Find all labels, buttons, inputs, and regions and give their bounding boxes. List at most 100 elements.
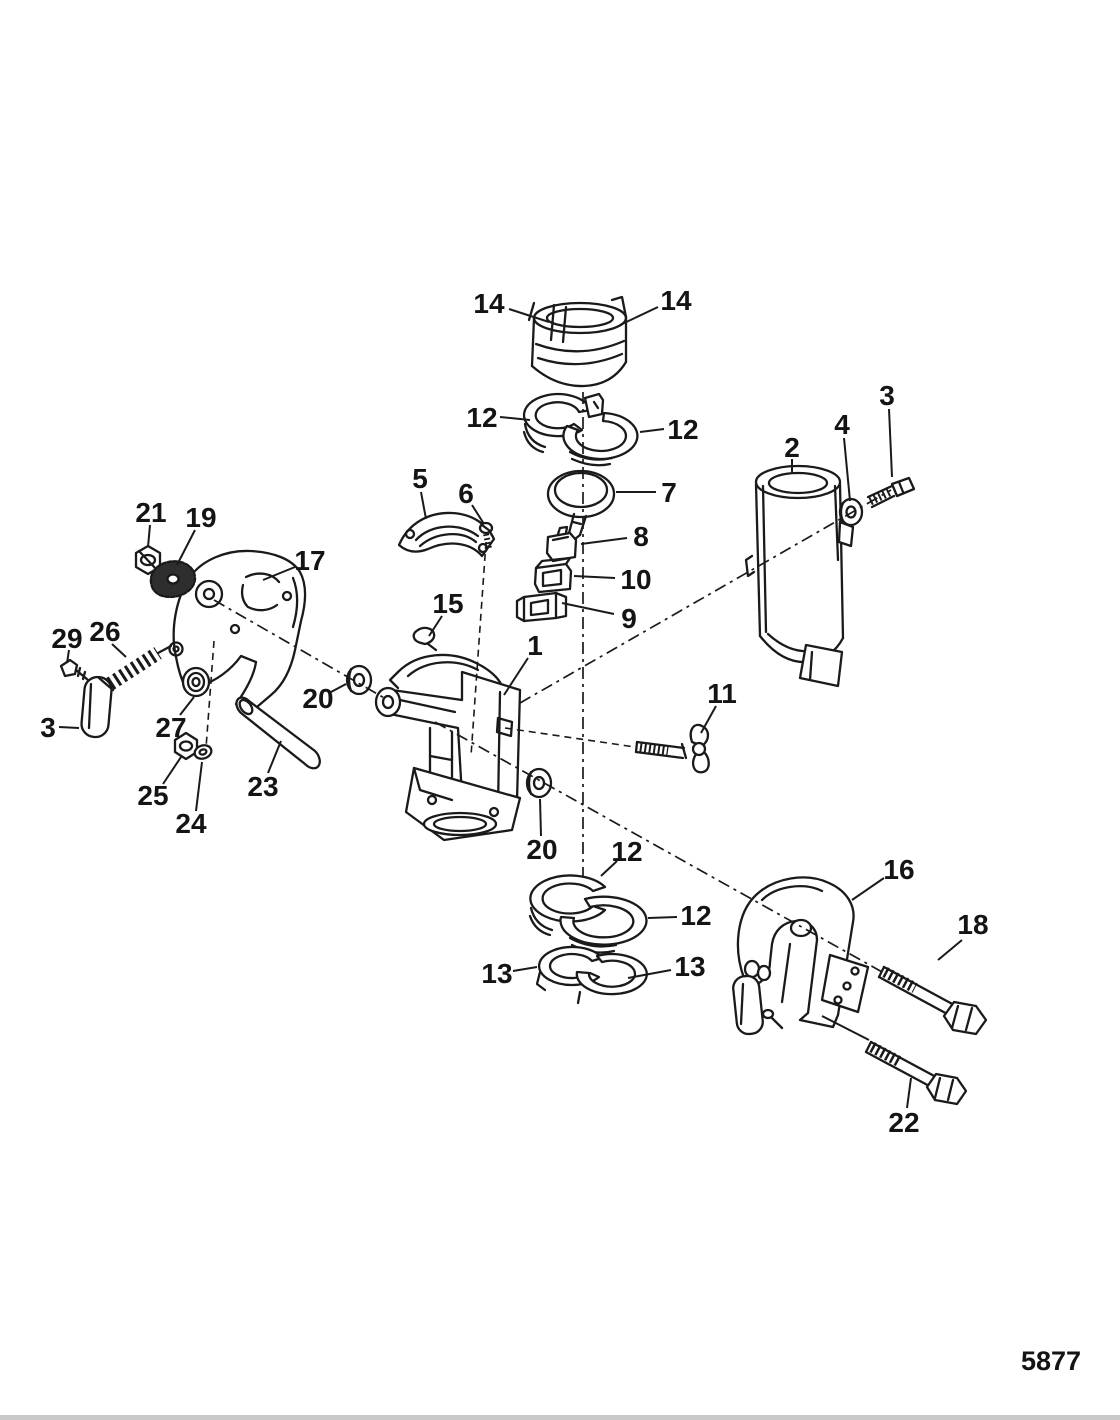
part-23-pivot-pin xyxy=(235,696,321,770)
callout-25-25: 25 xyxy=(137,780,168,811)
part-12-upper-bushing-halves xyxy=(522,392,639,467)
callout-27-23: 27 xyxy=(155,712,186,743)
leader-line-3-12 xyxy=(888,408,893,478)
part-15-clip xyxy=(412,626,438,652)
callout-7-4: 7 xyxy=(661,477,677,508)
callout-12-28: 12 xyxy=(611,836,642,867)
part-12-lower-bushing-halves xyxy=(528,874,648,954)
leader-line-29-16 xyxy=(66,649,70,664)
leader-line-25-25 xyxy=(162,756,182,785)
callout-15-18: 15 xyxy=(432,588,463,619)
callout-20-27: 20 xyxy=(526,834,557,865)
part-8-mount-block xyxy=(545,525,578,563)
leader-line-3-22 xyxy=(58,726,80,729)
leader-line-6-9 xyxy=(471,504,485,525)
leader-line-1-19 xyxy=(503,657,529,696)
callout-14-1: 14 xyxy=(660,285,692,316)
callout-29-16: 29 xyxy=(51,623,82,654)
callout-13-31: 13 xyxy=(674,951,705,982)
callout-12-29: 12 xyxy=(680,900,711,931)
stud-axis xyxy=(205,640,215,749)
part-3-bolt-upper xyxy=(866,476,916,509)
part-5-friction-plate xyxy=(397,511,496,558)
leader-line-8-5 xyxy=(580,537,628,545)
tilt-pin-axis-right xyxy=(519,489,892,704)
assembly-axis-lines xyxy=(205,392,892,1041)
leader-line-21-13 xyxy=(147,524,151,548)
part-22-bolt xyxy=(864,1040,968,1106)
leader-line-14-1 xyxy=(619,306,659,326)
leader-line-13-30 xyxy=(512,966,538,972)
bolt-22-guide-line xyxy=(821,1015,870,1041)
scan-bottom-edge xyxy=(0,1415,1120,1420)
part-9-mount-clip xyxy=(515,591,568,623)
callout-24-26: 24 xyxy=(175,808,207,839)
callout-6-9: 6 xyxy=(458,478,474,509)
callout-19-14: 19 xyxy=(185,502,216,533)
callout-23-24: 23 xyxy=(247,771,278,802)
leader-line-23-24 xyxy=(267,740,282,774)
leader-line-5-8 xyxy=(420,491,427,520)
leader-line-12-28 xyxy=(600,860,618,877)
callout-9-7: 9 xyxy=(621,603,637,634)
part-29-screw xyxy=(59,658,90,682)
part-1-swivel-bracket xyxy=(374,653,522,842)
leader-line-27-23 xyxy=(179,696,195,716)
callout-3-22: 3 xyxy=(40,712,56,743)
callout-12-3: 12 xyxy=(667,414,698,445)
part-2-swivel-tube xyxy=(744,464,855,688)
leader-line-11-21 xyxy=(700,705,717,734)
callout-21-13: 21 xyxy=(135,497,166,528)
callout-13-30: 13 xyxy=(481,958,512,989)
callout-3-12: 3 xyxy=(879,380,895,411)
callout-18-33: 18 xyxy=(957,909,988,940)
part-11-wing-screw xyxy=(634,723,710,774)
leader-line-4-11 xyxy=(843,437,851,502)
leader-line-16-32 xyxy=(851,877,885,901)
callout-4-11: 4 xyxy=(834,409,850,440)
callout-11-21: 11 xyxy=(707,678,737,709)
part-20-washer-right xyxy=(525,767,553,799)
part-16-clamp-bracket-right xyxy=(732,876,870,1036)
callout-20-20: 20 xyxy=(302,683,333,714)
part-19-lock-washer xyxy=(149,560,197,599)
part-13-lower-bushing-halves xyxy=(535,945,648,1005)
callout-14-0: 14 xyxy=(473,288,505,319)
figure-number: 5877 xyxy=(1020,1346,1082,1376)
part-10-mount-block xyxy=(533,556,573,594)
part-7-retainer-ring xyxy=(546,469,616,541)
leader-line-9-7 xyxy=(561,602,615,615)
callout-5-8: 5 xyxy=(412,463,428,494)
leader-line-22-34 xyxy=(906,1077,912,1109)
callout-2-10: 2 xyxy=(784,432,800,463)
callout-22-34: 22 xyxy=(888,1107,919,1138)
wing-screw-axis xyxy=(504,727,636,748)
callout-10-6: 10 xyxy=(620,564,651,595)
callout-16-32: 16 xyxy=(883,854,914,885)
leader-line-15-18 xyxy=(428,615,443,637)
part-18-bolt xyxy=(877,965,988,1036)
tilt-pin-axis-left xyxy=(213,599,387,700)
part-27-washer xyxy=(181,666,211,698)
part-3-clamp-pad-left xyxy=(80,675,115,739)
leader-line-20-20 xyxy=(330,683,347,693)
part-14-upper-bushing xyxy=(527,295,628,388)
callout-12-2: 12 xyxy=(466,402,497,433)
leader-line-13-31 xyxy=(627,969,672,979)
leader-line-17-15 xyxy=(262,566,296,581)
part-20-washer-left xyxy=(345,664,373,696)
leader-line-19-14 xyxy=(176,529,196,566)
part-24-washer xyxy=(193,744,213,760)
leader-line-18-33 xyxy=(937,939,963,961)
leader-line-10-6 xyxy=(573,575,616,579)
leader-line-26-17 xyxy=(111,643,127,658)
leader-line-12-3 xyxy=(639,428,665,433)
leader-line-14-0 xyxy=(508,308,550,323)
callout-8-5: 8 xyxy=(633,521,649,552)
leader-line-24-26 xyxy=(195,761,203,812)
leader-line-12-2 xyxy=(499,416,531,421)
callout-26-17: 26 xyxy=(89,616,120,647)
part-6-screw xyxy=(478,521,494,549)
